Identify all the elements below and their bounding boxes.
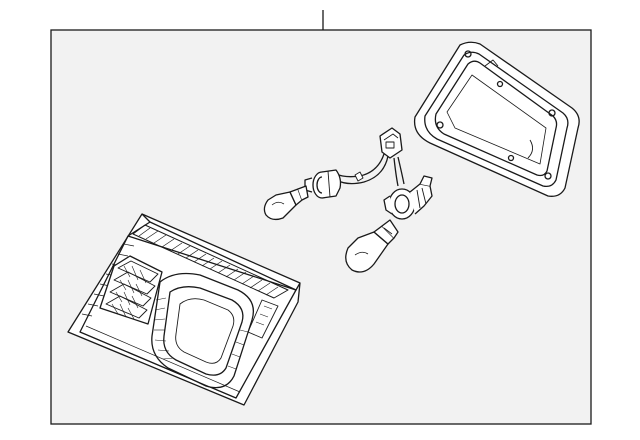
bulb-socket-icon — [383, 175, 433, 220]
wedge-bulb-icon — [263, 185, 309, 221]
wiring-harness-icon — [335, 127, 405, 187]
lamp-gasket-icon — [413, 41, 580, 197]
bulb-socket-icon — [304, 169, 342, 199]
tail-lamp-housing-icon — [67, 213, 301, 406]
turn-signal-bulb-icon — [345, 219, 399, 273]
